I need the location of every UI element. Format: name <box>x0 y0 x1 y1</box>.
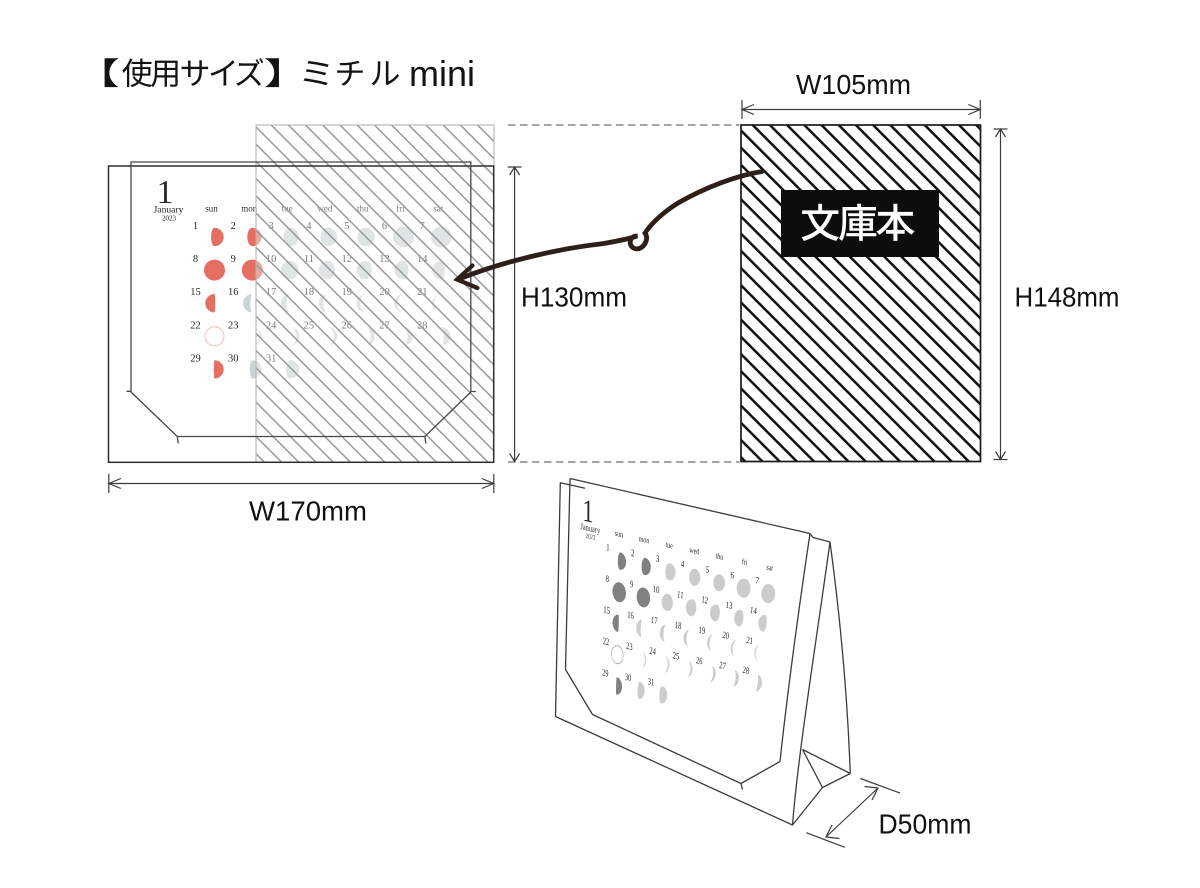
svg-text:17: 17 <box>651 615 658 627</box>
svg-text:sun: sun <box>615 528 624 540</box>
svg-text:15: 15 <box>190 287 201 298</box>
svg-text:14: 14 <box>749 605 758 617</box>
svg-text:H130mm: H130mm <box>521 282 627 313</box>
svg-text:sun: sun <box>205 204 218 214</box>
svg-text:D50mm: D50mm <box>879 809 972 840</box>
svg-text:16: 16 <box>627 608 634 621</box>
svg-text:11: 11 <box>677 588 684 601</box>
svg-text:10: 10 <box>652 583 659 596</box>
svg-text:25: 25 <box>672 650 679 662</box>
svg-text:fri: fri <box>741 557 748 567</box>
svg-text:wed: wed <box>689 544 700 557</box>
svg-text:1: 1 <box>193 221 198 232</box>
svg-text:January: January <box>580 521 600 536</box>
svg-text:9: 9 <box>630 578 634 590</box>
svg-text:1: 1 <box>157 174 174 211</box>
svg-text:thu: thu <box>715 551 724 562</box>
svg-text:sat: sat <box>766 563 774 573</box>
svg-text:29: 29 <box>190 353 201 364</box>
svg-text:23: 23 <box>228 320 239 331</box>
svg-text:2023: 2023 <box>162 215 177 223</box>
svg-text:3: 3 <box>656 552 660 564</box>
svg-text:31: 31 <box>647 676 654 688</box>
svg-text:H148mm: H148mm <box>1015 282 1120 313</box>
svg-text:7: 7 <box>755 575 760 586</box>
svg-text:13: 13 <box>725 600 733 612</box>
svg-text:30: 30 <box>625 672 632 684</box>
svg-text:18: 18 <box>674 620 681 632</box>
svg-text:19: 19 <box>698 625 706 637</box>
svg-text:tue: tue <box>665 539 673 551</box>
svg-text:20: 20 <box>722 630 730 642</box>
svg-text:22: 22 <box>603 635 610 648</box>
svg-text:2: 2 <box>631 547 635 559</box>
svg-text:12: 12 <box>701 594 709 606</box>
svg-text:29: 29 <box>602 667 609 679</box>
svg-text:16: 16 <box>228 287 239 298</box>
svg-text:28: 28 <box>742 665 750 677</box>
svg-text:mon: mon <box>639 533 650 546</box>
svg-text:23: 23 <box>626 641 633 653</box>
svg-text:2023: 2023 <box>586 533 595 542</box>
svg-text:8: 8 <box>193 254 198 265</box>
svg-text:24: 24 <box>649 645 657 657</box>
svg-text:mon: mon <box>241 204 258 214</box>
svg-text:22: 22 <box>190 320 201 331</box>
svg-text:mini: mini <box>409 53 475 94</box>
svg-text:26: 26 <box>696 655 703 667</box>
svg-text:6: 6 <box>730 569 735 581</box>
svg-text:4: 4 <box>680 558 685 570</box>
svg-text:21: 21 <box>746 635 754 647</box>
svg-text:27: 27 <box>719 660 727 672</box>
svg-text:January: January <box>154 205 184 216</box>
svg-text:W105mm: W105mm <box>796 69 911 100</box>
svg-text:9: 9 <box>231 254 236 265</box>
svg-text:2: 2 <box>231 221 236 232</box>
svg-text:1: 1 <box>582 493 593 531</box>
svg-text:1: 1 <box>606 541 610 553</box>
svg-text:8: 8 <box>605 572 609 584</box>
svg-text:W170mm: W170mm <box>249 496 367 527</box>
svg-text:15: 15 <box>603 603 610 616</box>
svg-text:5: 5 <box>705 563 709 575</box>
svg-text:30: 30 <box>228 353 239 364</box>
